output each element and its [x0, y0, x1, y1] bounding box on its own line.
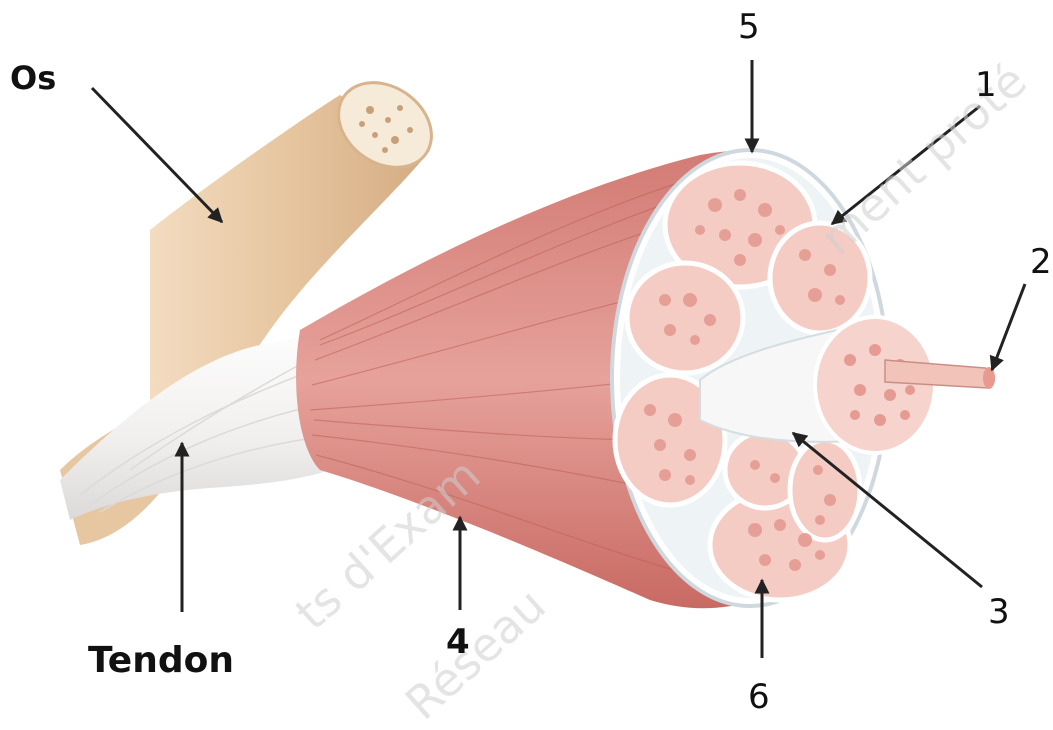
arrow-2: [992, 284, 1025, 370]
label-6: 6: [748, 680, 770, 714]
label-1: 1: [975, 68, 997, 102]
label-4: 4: [446, 625, 470, 659]
label-os: Os: [10, 62, 56, 94]
label-5: 5: [738, 10, 760, 44]
arrow-os: [92, 88, 222, 222]
label-tendon: Tendon: [88, 643, 234, 679]
label-3: 3: [988, 595, 1010, 629]
label-2: 2: [1030, 245, 1052, 279]
